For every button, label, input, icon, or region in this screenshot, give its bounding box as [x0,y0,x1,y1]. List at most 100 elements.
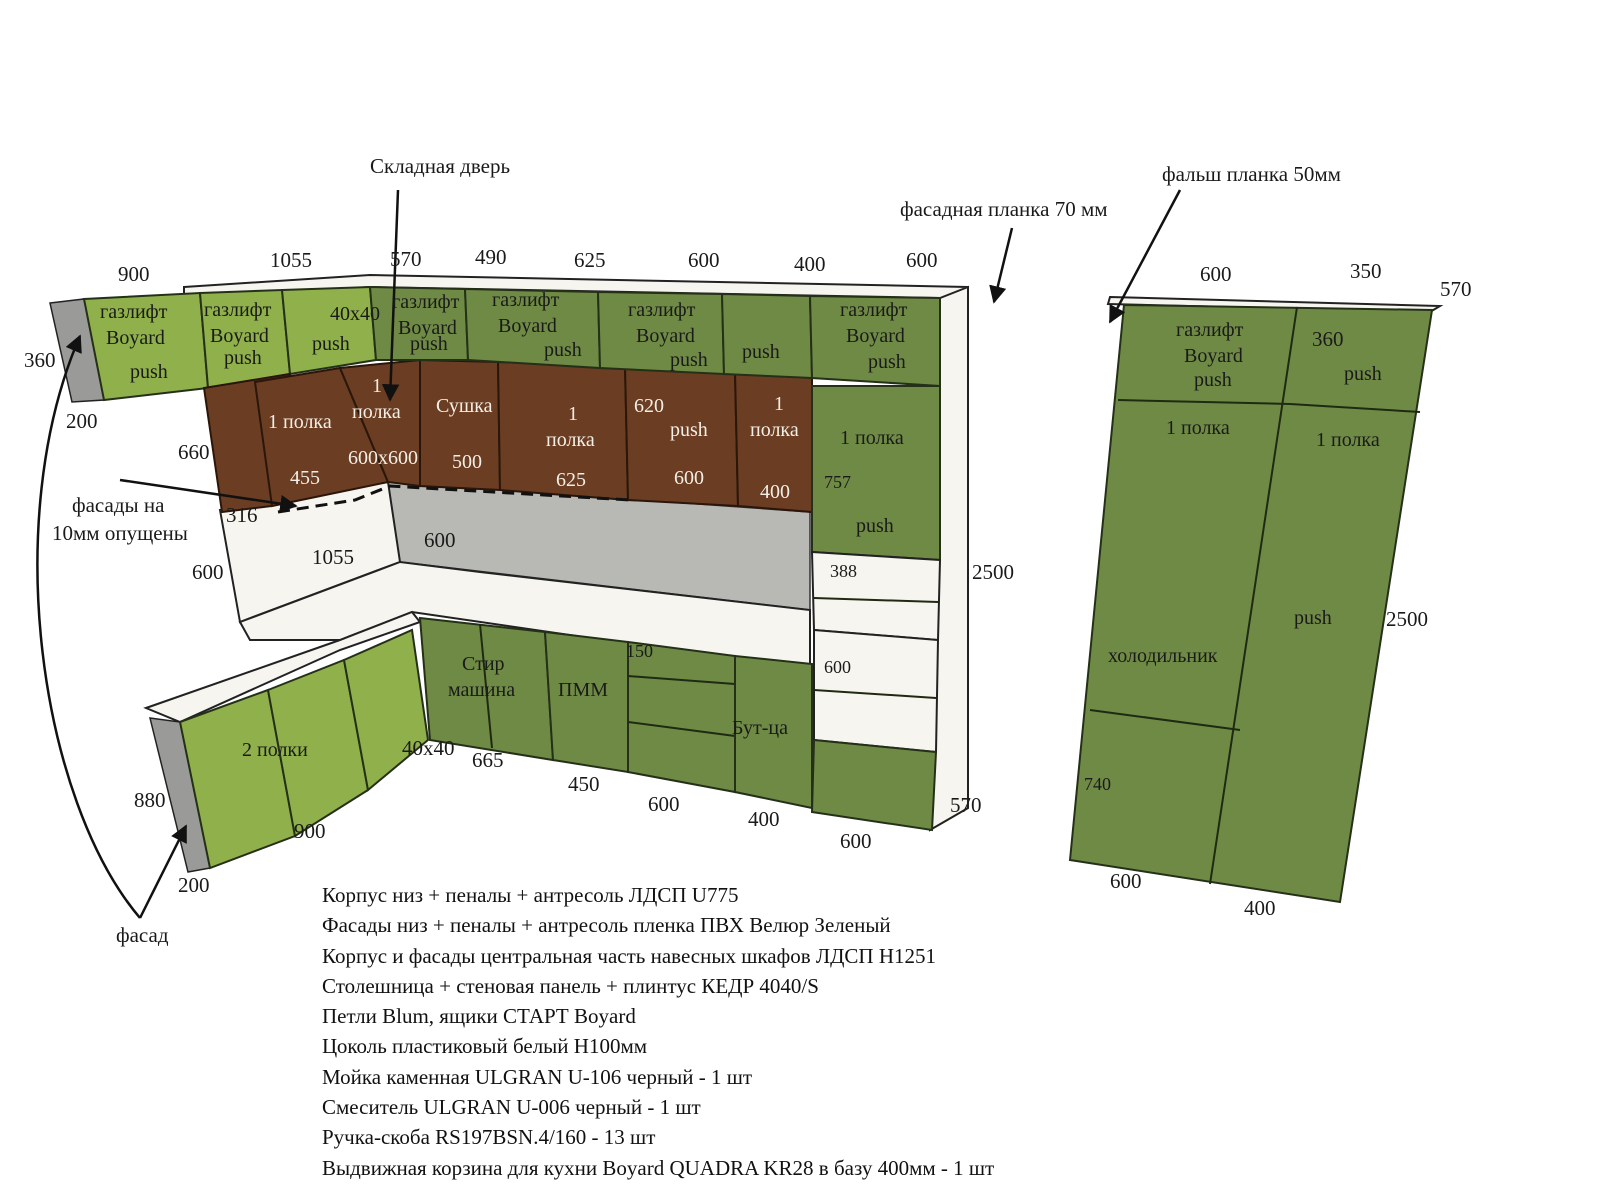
dim-600-niche: 600 [824,657,851,677]
lbl-600x600: 600x600 [348,447,418,469]
lbl-push-4: push [410,333,448,355]
dim-900-bottom: 900 [294,819,326,843]
lbl-push-2: push [224,347,262,369]
arrow-folding-door [381,189,400,402]
spec-line: Ручка-скоба RS197BSN.4/160 - 13 шт [322,1125,656,1150]
lbl-400-wood: 400 [760,481,790,503]
lbl-40x40-top: 40x40 [330,303,380,325]
facade-label: фасад [116,923,169,947]
arrow-false-strip [1108,189,1182,324]
spec-line: Смеситель ULGRAN U-006 черный - 1 шт [322,1095,701,1120]
width-900: 900 [118,262,150,286]
dim-660: 660 [178,440,210,464]
dim-880: 880 [134,788,166,812]
dim-360-left: 360 [24,348,56,372]
lbl-gaslift-1: газлифт [100,301,168,323]
width-625: 625 [574,248,606,272]
dim-450: 450 [568,772,600,796]
dim-388: 388 [830,561,857,581]
lbl-boyard-r: Boyard [1184,345,1243,367]
lbl-push-wood: push [670,419,708,441]
right-frame [1068,303,1434,904]
spec-line: Корпус и фасады центральная часть навесн… [322,943,937,968]
lbl-dishwasher: ПММ [558,679,608,701]
lbl-shelf-tower: 1 полка [840,427,904,449]
right-tall-unit [1068,295,1444,904]
false-strip-label: фальш планка 50мм [1162,162,1341,186]
dim-600-panel: 600 [424,528,456,552]
lbl-455: 455 [290,467,320,489]
dim-2500-main: 2500 [972,560,1014,584]
upper-cab-1055b [280,285,378,376]
facades-lowered-label-1: фасады на [72,493,165,517]
lbl-shelf-word-1: полка [352,401,401,423]
width-600a: 600 [688,248,720,272]
dim-200-bottom: 200 [178,873,210,897]
lbl-shelf-1: 1 полка [268,411,332,433]
lbl-fridge: холодильник [1108,645,1218,667]
lbl-washer-1: Стир [462,653,505,675]
lbl-dryer: Сушка [436,395,493,417]
spec-line: Фасады низ + пеналы + антресоль пленка П… [322,913,891,938]
tower-bottom-door [810,738,938,832]
folding-door-label: Складная дверь [370,154,510,178]
lbl-one-2: 1 [568,403,578,425]
top-dimensions: 900 1055 570 490 625 600 400 600 600 350… [118,245,1472,301]
right-width-570: 570 [1440,277,1472,301]
lbl-push-tower: push [856,515,894,537]
lbl-push-6: push [670,349,708,371]
lower-cab-600-drawers [627,640,736,794]
arrow-facades-lowered [119,478,298,513]
dim-40x40-bottom: 40x40 [402,736,455,760]
lbl-one-3: 1 [774,393,784,415]
arrow-facade-left [36,334,141,919]
upper-cab-600 [720,292,814,380]
lbl-washer-2: машина [448,679,515,701]
lbl-757: 757 [824,472,851,492]
arrows [36,189,1182,919]
width-570: 570 [390,247,422,271]
dim-316: 316 [226,503,258,527]
dim-2500-right: 2500 [1386,607,1428,631]
lbl-gaslift-6: газлифт [840,299,908,321]
dim-740: 740 [1084,774,1111,794]
lbl-gaslift-3: газлифт [392,291,460,313]
lower-cab-450 [543,630,629,774]
dim-665: 665 [472,748,504,772]
right-width-600: 600 [1200,262,1232,286]
spec-line: Цоколь пластиковый белый H100мм [322,1034,648,1059]
lbl-boyard-5: Boyard [636,325,695,347]
lowered-facade-line [277,484,631,514]
lbl-2-shelves: 2 полки [242,739,308,761]
spec-line: Выдвижная корзина для кухни Boyard QUADR… [322,1155,995,1180]
width-1055: 1055 [270,248,312,272]
specification-list: Корпус низ + пеналы + антресоль ЛДСП U77… [322,880,1222,1183]
lbl-push-8: push [868,351,906,373]
lbl-push-r3: push [1294,607,1332,629]
lbl-gaslift-r: газлифт [1176,319,1244,341]
lbl-gaslift-5: газлифт [628,299,696,321]
dimensions: 360 200 660 316 600 1055 600 2500 388 60… [24,327,1428,920]
cabinet-labels: газлифт Boyard push газлифт Boyard push … [100,289,1382,761]
arrow-facade-strip [989,227,1014,304]
lbl-600-wood: 600 [674,467,704,489]
lbl-shelf-word-3: полка [750,419,799,441]
spec-line: Петли Blum, ящики СТАРТ Boyard [322,1004,636,1029]
left-lower-cab-c [342,628,430,792]
lbl-boyard-3: Boyard [398,317,457,339]
width-600b: 600 [906,248,938,272]
lbl-620: 620 [634,395,664,417]
right-width-350: 350 [1350,259,1382,283]
lbl-gaslift-2: газлифт [204,299,272,321]
main-kitchen [49,273,969,873]
lbl-push-1: push [130,361,168,383]
lbl-boyard-1: Boyard [106,327,165,349]
width-490: 490 [475,245,507,269]
arrow-facade-right [138,824,188,919]
lbl-push-r2: push [1344,363,1382,385]
dim-150: 150 [626,641,653,661]
facades-lowered-label-2: 10мм опущены [52,521,188,545]
dim-400-lower: 400 [748,807,780,831]
dim-600-right-bottom: 600 [1110,869,1142,893]
lbl-bottle: Бут-ца [732,717,788,739]
